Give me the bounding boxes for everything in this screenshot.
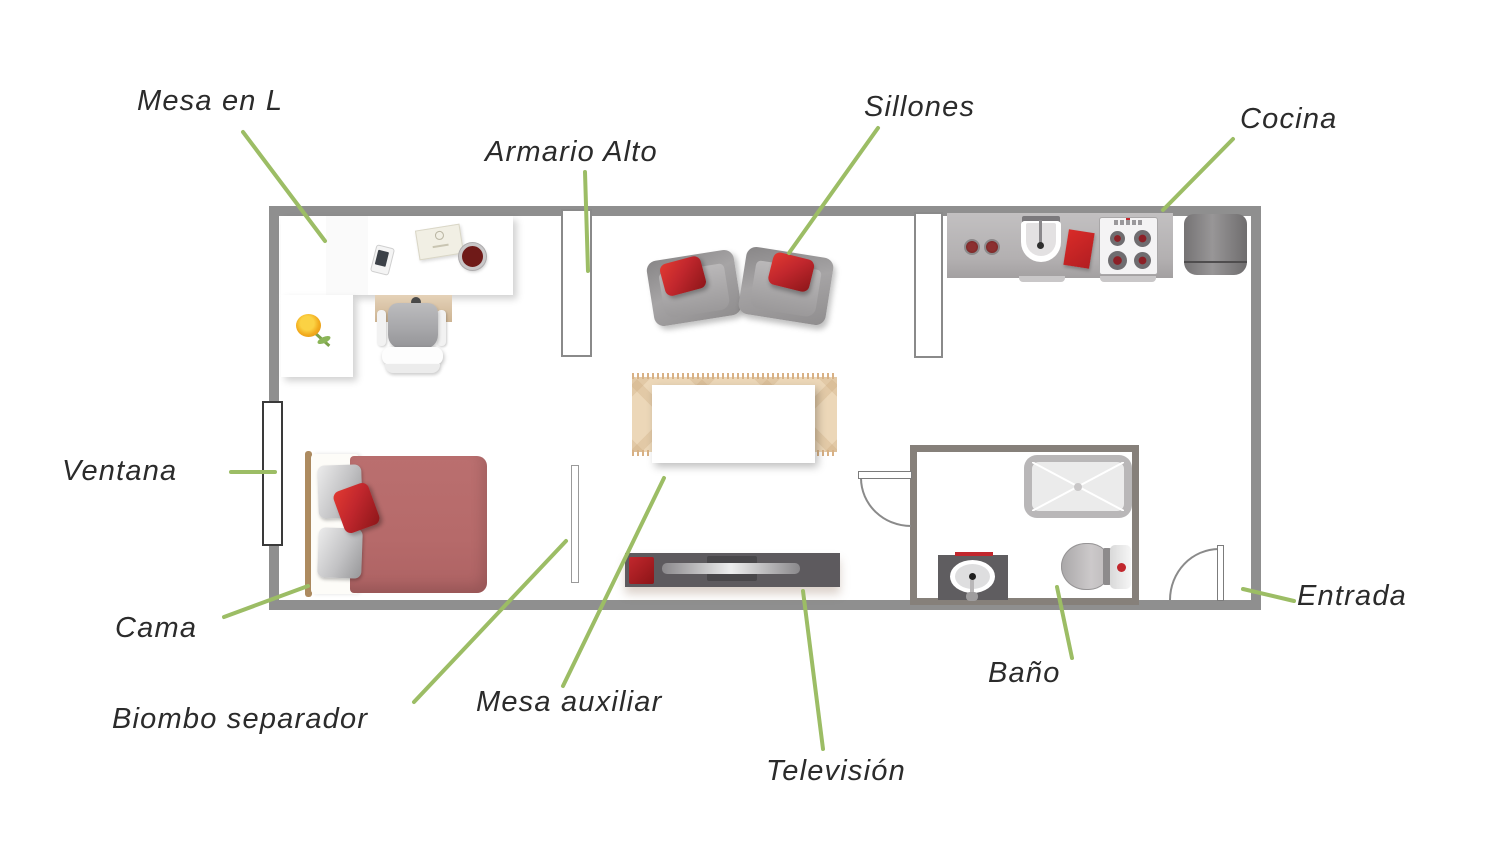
envelope-line: [432, 243, 449, 249]
rug-fringe-top: [632, 373, 837, 379]
bathroom-sink-drain: [969, 573, 976, 580]
bathroom-door-leaf: [858, 471, 912, 479]
tall-wardrobe: [561, 209, 592, 357]
counter-knob-1: [964, 239, 980, 255]
armchair-left: [645, 248, 743, 328]
label-armario-alto: Armario Alto: [485, 136, 658, 168]
label-cocina: Cocina: [1240, 103, 1338, 135]
side-table: [652, 385, 815, 463]
toilet-bowl: [1061, 543, 1111, 590]
storage-cabinet: [914, 212, 943, 358]
chair-armrest-left: [377, 310, 386, 346]
flower-head: [296, 314, 321, 337]
bed-pillow-bottom: [317, 527, 363, 579]
armchair-right: [737, 245, 835, 327]
envelope-seal: [434, 230, 445, 241]
leader-television: [801, 589, 825, 751]
label-bano: Baño: [988, 657, 1061, 689]
television-screen: [662, 563, 800, 574]
sink-faucet-stem: [1039, 220, 1042, 244]
burner-1: [1110, 231, 1125, 246]
label-ventana: Ventana: [62, 455, 178, 487]
burner-3: [1108, 251, 1127, 270]
window: [262, 401, 283, 546]
chair-headrest: [411, 297, 421, 307]
burner-4: [1134, 252, 1151, 269]
room-divider: [571, 465, 579, 583]
shower-tray: [1031, 461, 1125, 512]
label-television: Televisión: [766, 755, 906, 787]
bed-headboard: [305, 451, 312, 597]
tv-stand-bottom: [707, 573, 757, 581]
shower-tray-lines: [1031, 461, 1125, 512]
burner-2: [1134, 230, 1151, 247]
flower-icon: [296, 314, 338, 354]
counter-tab-right: [1100, 276, 1156, 282]
counter-tab-left: [1019, 276, 1065, 282]
label-entrada: Entrada: [1297, 580, 1407, 612]
coffee-cup-icon: [459, 243, 486, 270]
toilet-tank: [1110, 545, 1131, 589]
phone-screen: [374, 249, 390, 267]
red-cutting-board: [1063, 229, 1095, 269]
stove-controls: [1114, 220, 1142, 225]
entrance-door-leaf: [1217, 545, 1224, 601]
toilet-hinge: [1103, 548, 1111, 585]
chair-seat-base: [382, 347, 443, 365]
label-sillones: Sillones: [864, 91, 976, 123]
stove: [1099, 217, 1158, 275]
label-mesa-auxiliar: Mesa auxiliar: [476, 686, 663, 718]
bathroom-faucet-stem: [970, 580, 974, 596]
tv-stand-top: [707, 556, 757, 564]
desk-l-panel: [326, 216, 368, 295]
tv-unit: [625, 553, 840, 587]
fridge-door-line: [1184, 261, 1247, 263]
toilet-flush-button: [1117, 563, 1126, 572]
chair-seat-front: [385, 364, 440, 373]
shower: [1024, 455, 1132, 518]
chair-armrest-right: [437, 310, 446, 346]
leader-cocina: [1161, 137, 1235, 212]
stove-indicator: [1126, 218, 1130, 220]
label-mesa-en-l: Mesa en L: [137, 85, 284, 117]
counter-knob-2: [984, 239, 1000, 255]
fridge: [1184, 214, 1247, 275]
chair-back: [388, 303, 438, 349]
tv-speaker-red: [629, 557, 654, 584]
sink-drain: [1037, 242, 1044, 249]
bathroom-faucet-knob: [966, 592, 978, 601]
vanity-red-towel: [955, 552, 993, 556]
label-cama: Cama: [115, 612, 198, 644]
label-biombo-separador: Biombo separador: [112, 703, 369, 735]
